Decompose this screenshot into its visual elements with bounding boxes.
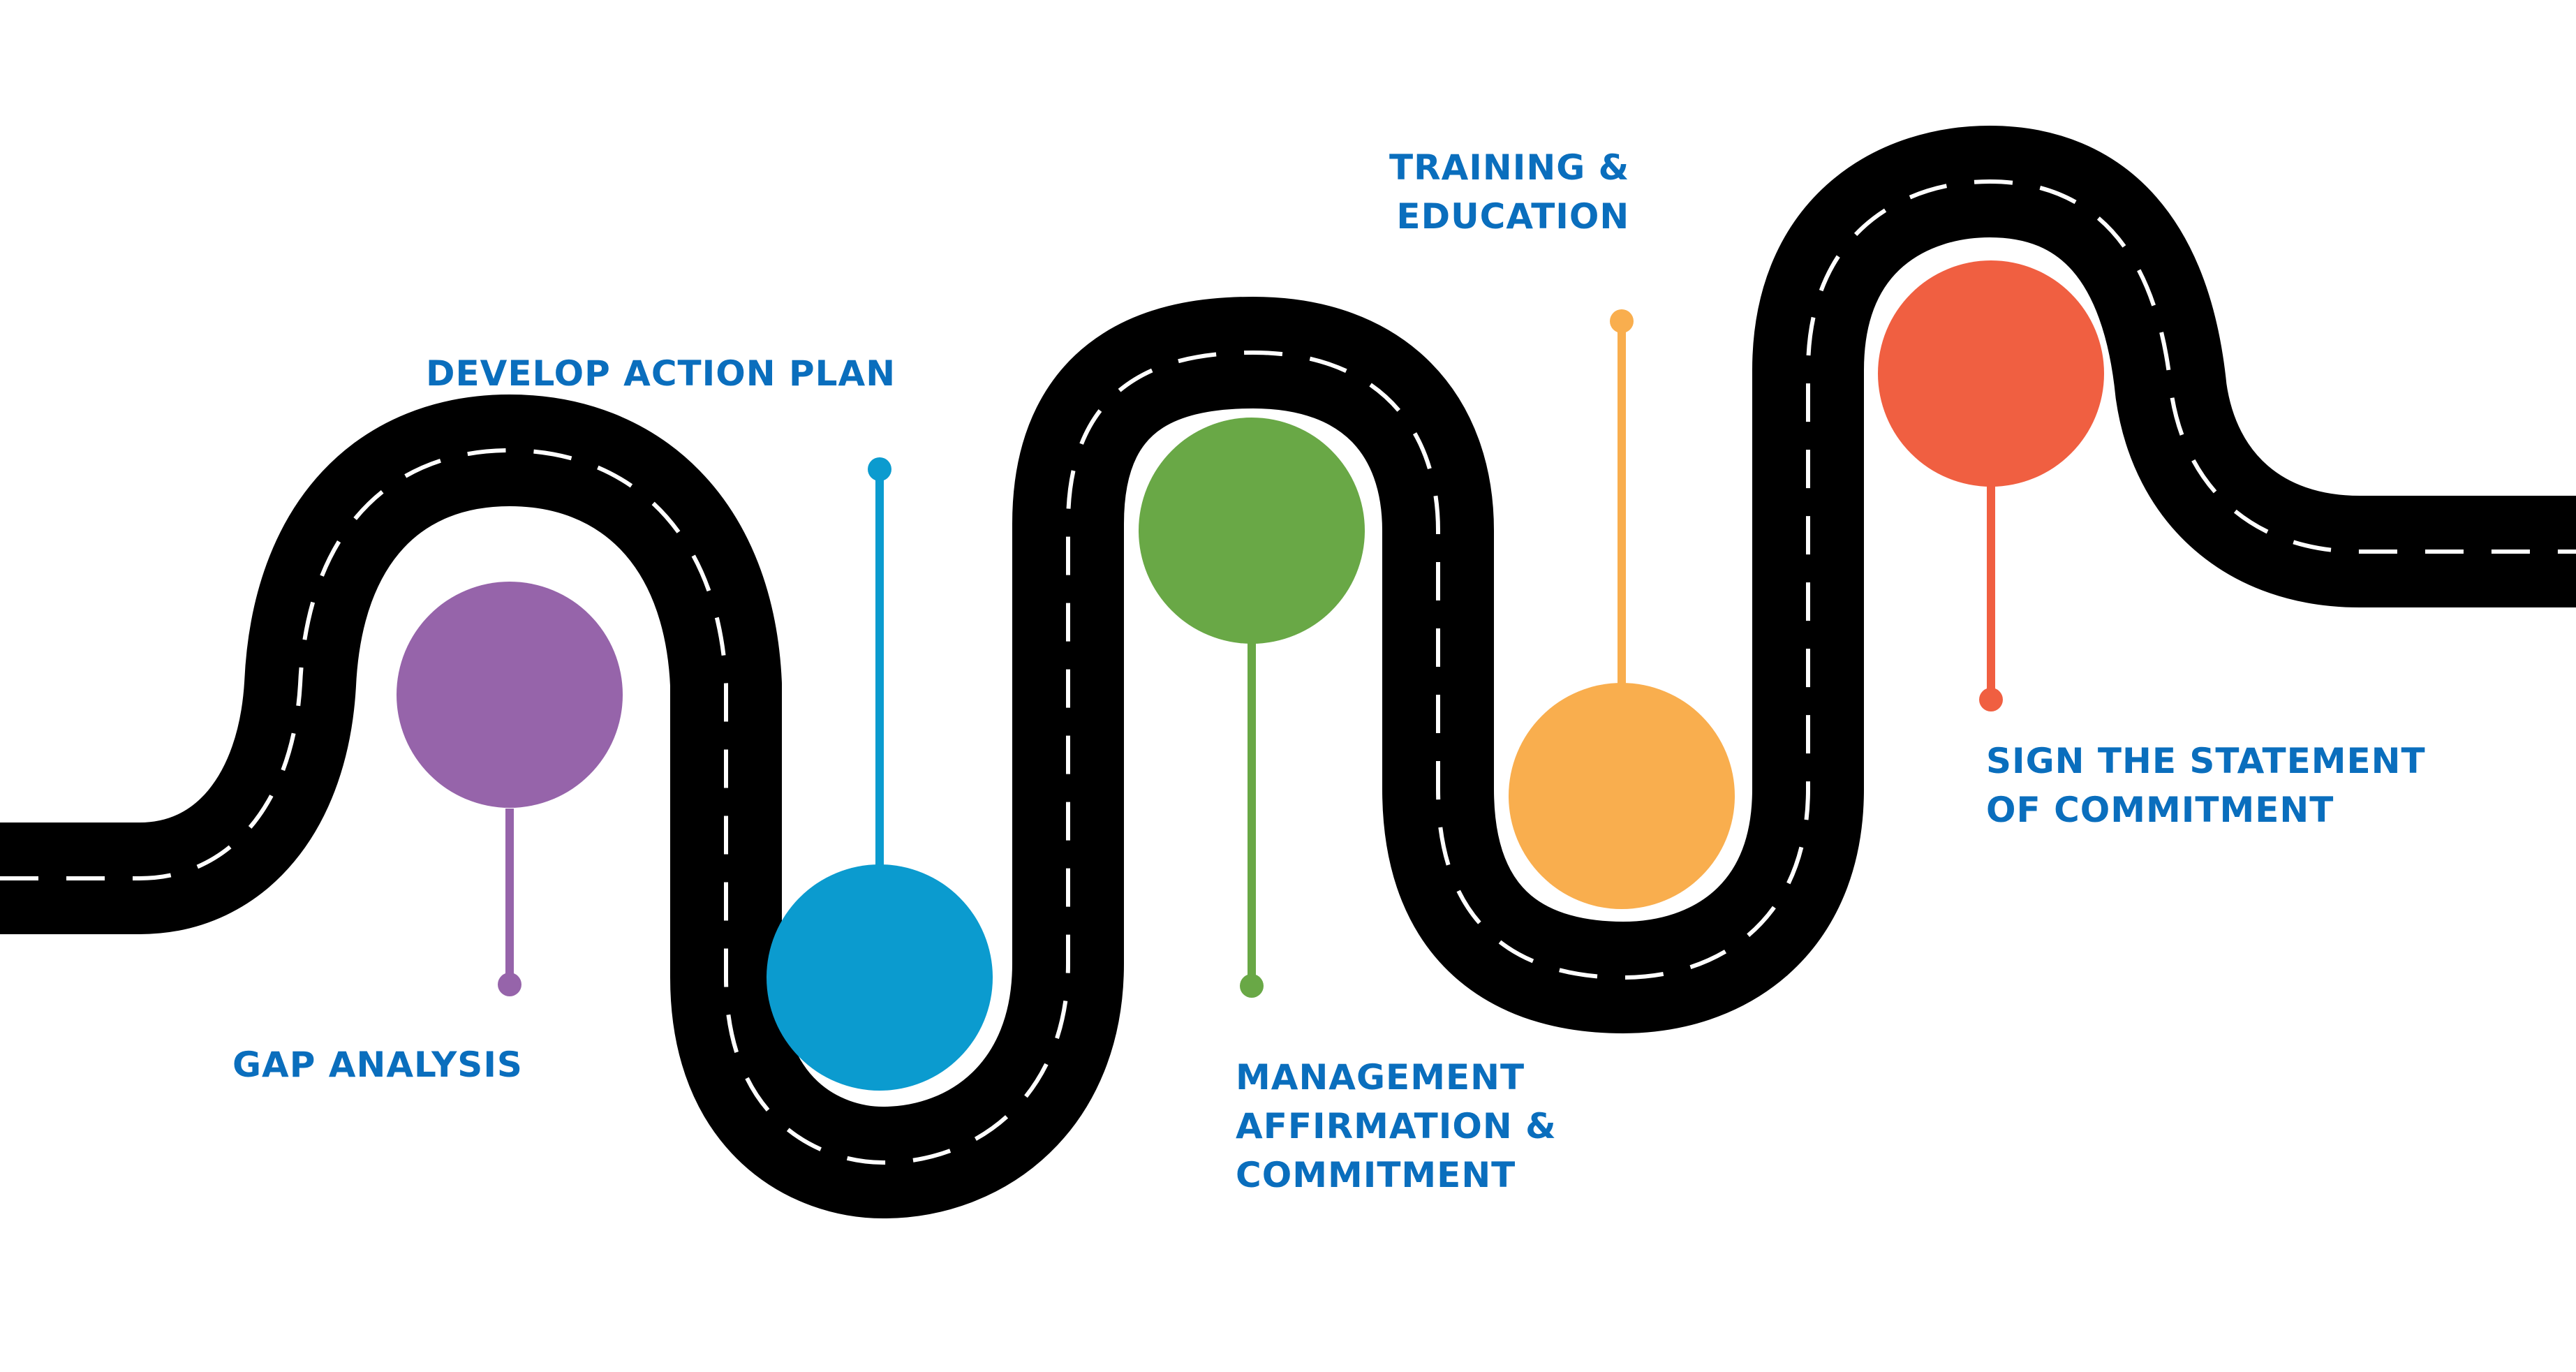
- gap-analysis-dot: [498, 973, 521, 996]
- milestone-training-education: [1509, 309, 1735, 909]
- label-management-affirmation: MANAGEMENT AFFIRMATION & COMMITMENT: [1236, 1057, 1557, 1195]
- road-center-dashes: [0, 179, 2576, 1165]
- develop-action-plan-dot: [868, 457, 891, 481]
- label-sign-statement: SIGN THE STATEMENT OF COMMITMENT: [1986, 741, 2426, 830]
- road-body: [0, 126, 2576, 1218]
- milestone-management-affirmation: [1139, 418, 1365, 998]
- training-education-dot: [1610, 309, 1634, 333]
- label-training-education: TRAINING & EDUCATION: [1389, 147, 1630, 237]
- milestone-develop-action-plan: [767, 457, 993, 1091]
- management-affirmation-circle: [1139, 418, 1365, 644]
- gap-analysis-circle: [397, 582, 623, 808]
- training-education-circle: [1509, 683, 1735, 909]
- develop-action-plan-circle: [767, 864, 993, 1091]
- label-gap-analysis: GAP ANALYSIS: [232, 1045, 523, 1085]
- road: [0, 126, 2576, 1218]
- sign-statement-dot: [1979, 688, 2003, 711]
- milestone-sign-statement: [1878, 260, 2104, 711]
- milestone-gap-analysis: [397, 582, 623, 996]
- sign-statement-circle: [1878, 260, 2104, 487]
- label-develop-action-plan: DEVELOP ACTION PLAN: [426, 353, 896, 394]
- management-affirmation-dot: [1240, 974, 1264, 998]
